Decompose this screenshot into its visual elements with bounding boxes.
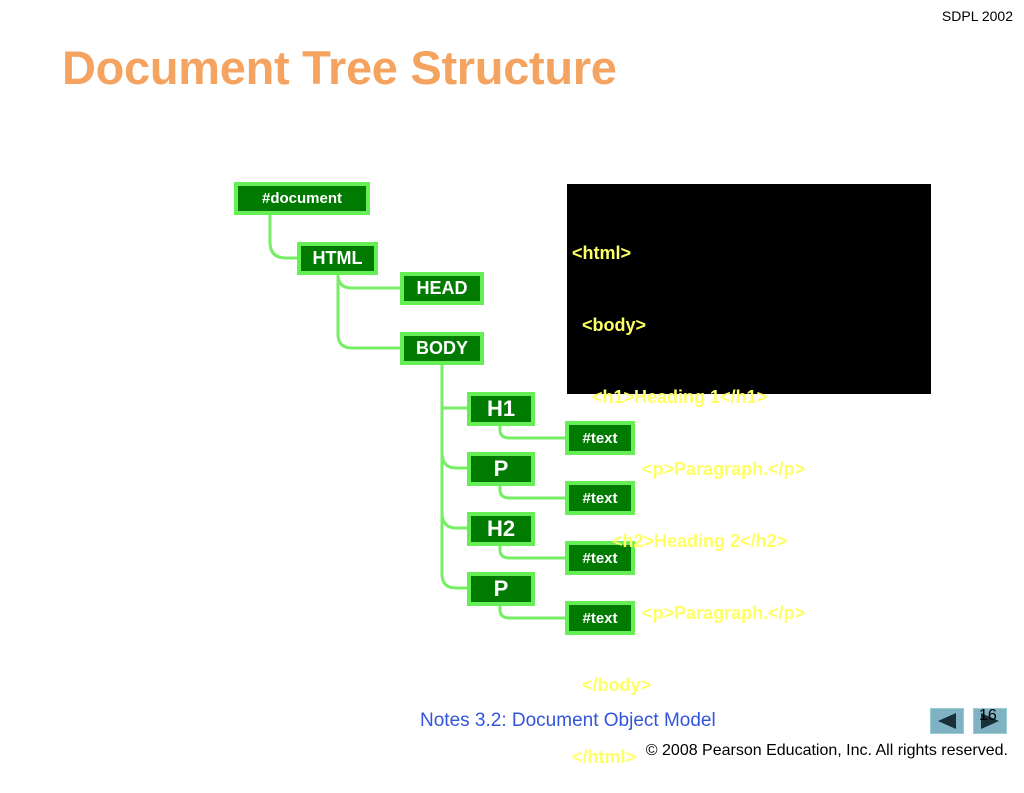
code-line: <h1>Heading 1</h1>	[572, 387, 768, 407]
node-body: BODY	[400, 332, 484, 365]
prev-slide-button[interactable]	[930, 708, 964, 734]
node-head: HEAD	[400, 272, 484, 305]
connector-body-h2	[440, 362, 470, 530]
next-slide-button[interactable]	[973, 708, 1007, 734]
code-line: <p>Paragraph.</p>	[572, 459, 806, 479]
code-line: <body>	[572, 315, 647, 335]
node-text: #text	[565, 421, 635, 455]
node-html: HTML	[297, 242, 378, 275]
connector-body-p1	[440, 362, 470, 470]
connector-body-h1	[440, 362, 470, 410]
corner-label: SDPL 2002	[941, 8, 1013, 24]
node-p: P	[467, 452, 535, 486]
node-text: #text	[565, 541, 635, 575]
tree-connectors	[268, 210, 569, 620]
slide-title: Document Tree Structure	[62, 41, 617, 94]
html-code-sample: <html> <body> <h1>Heading 1</h1> <p>Para…	[567, 184, 931, 767]
code-line: <p>Paragraph.</p>	[572, 603, 806, 623]
notes-link[interactable]: Notes 3.2: Document Object Model	[420, 710, 716, 731]
node-h1: H1	[467, 392, 535, 426]
code-line: </html>	[572, 747, 637, 767]
triangle-right-icon	[981, 713, 999, 729]
connector-h1-text	[498, 422, 569, 440]
connector-p2-text	[498, 602, 569, 620]
code-line: <html>	[572, 243, 632, 263]
node-p: P	[467, 572, 535, 606]
node-document: #document	[234, 182, 370, 215]
connector-body-p2	[440, 362, 470, 590]
connector-h2-text	[498, 542, 569, 560]
node-text: #text	[565, 481, 635, 515]
page-number: 16	[979, 707, 997, 724]
node-text: #text	[565, 601, 635, 635]
code-line: </body>	[572, 675, 652, 695]
triangle-left-icon	[938, 713, 956, 729]
connector-p1-text	[498, 482, 569, 500]
connector-html-head	[336, 272, 405, 290]
connector-html-body	[336, 272, 405, 350]
copyright-notice: © 2008 Pearson Education, Inc. All right…	[645, 742, 1008, 759]
connector-document-html	[268, 210, 300, 260]
node-h2: H2	[467, 512, 535, 546]
code-line: <h2>Heading 2</h2>	[572, 531, 788, 551]
